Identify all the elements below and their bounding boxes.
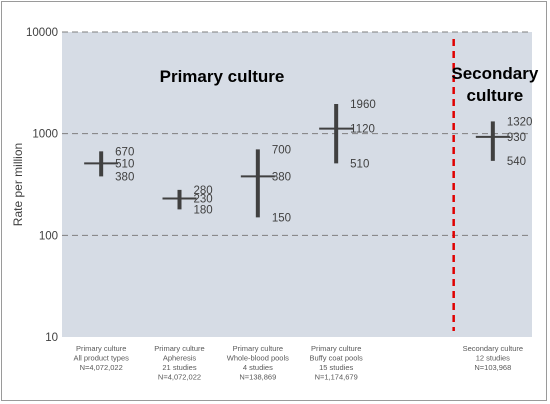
- low-value-label: 540: [507, 156, 526, 168]
- high-value-label: 670: [115, 146, 134, 158]
- low-value-label: 510: [350, 158, 369, 170]
- low-value-label: 380: [115, 171, 134, 183]
- category-label-line: Primary culture: [233, 344, 283, 353]
- estimate-marker-4: 1960 1120 510: [319, 99, 376, 170]
- y-axis-label: Rate per million: [11, 143, 25, 226]
- category-label-line: N=4,072,022: [158, 373, 201, 382]
- estimate-marker-6: 1320 930 540: [475, 116, 533, 168]
- estimate-value-label: 380: [272, 171, 291, 183]
- category-label-line: N=138,869: [239, 373, 276, 382]
- high-value-label: 1960: [350, 99, 376, 111]
- y-tick-label-100: 100: [39, 230, 58, 242]
- y-tick-label-10000: 10000: [26, 27, 58, 39]
- estimate-value-label: 230: [194, 194, 213, 206]
- y-tick-label-1000: 1000: [32, 129, 58, 141]
- category-label-line: Primary culture: [311, 344, 361, 353]
- category-label-line: 4 studies: [243, 363, 273, 372]
- category-label-line: All product types: [73, 354, 129, 363]
- high-value-label: 1320: [507, 116, 533, 128]
- region-label-secondary-line2: culture: [466, 86, 523, 105]
- category-label-line: Apheresis: [163, 354, 197, 363]
- region-label-secondary-line1: Secondary: [451, 64, 538, 83]
- category-label-line: N=4,072,022: [80, 363, 123, 372]
- low-value-label: 150: [272, 212, 291, 224]
- estimate-value-label: 930: [507, 132, 526, 144]
- category-label-line: Buffy coat pools: [310, 354, 363, 363]
- category-label-line: 12 studies: [476, 354, 510, 363]
- category-label-line: 15 studies: [319, 363, 353, 372]
- category-label-line: Primary culture: [154, 344, 204, 353]
- region-label-primary: Primary culture: [160, 67, 285, 86]
- high-value-label: 280: [194, 185, 213, 197]
- estimate-value-label: 1120: [350, 124, 375, 136]
- estimate-value-label: 510: [115, 158, 134, 170]
- category-label-line: 21 studies: [162, 363, 196, 372]
- high-value-label: 700: [272, 144, 291, 156]
- category-label-line: Secondary culture: [463, 344, 523, 353]
- category-label-line: N=1,174,679: [315, 373, 358, 382]
- y-tick-label-10: 10: [45, 332, 58, 344]
- estimate-marker-3: 700 380 150: [240, 144, 291, 224]
- category-label-line: N=103,968: [474, 363, 511, 372]
- low-value-label: 180: [194, 204, 213, 216]
- category-label-line: Primary culture: [76, 344, 126, 353]
- category-label-line: Whole-blood pools: [227, 354, 289, 363]
